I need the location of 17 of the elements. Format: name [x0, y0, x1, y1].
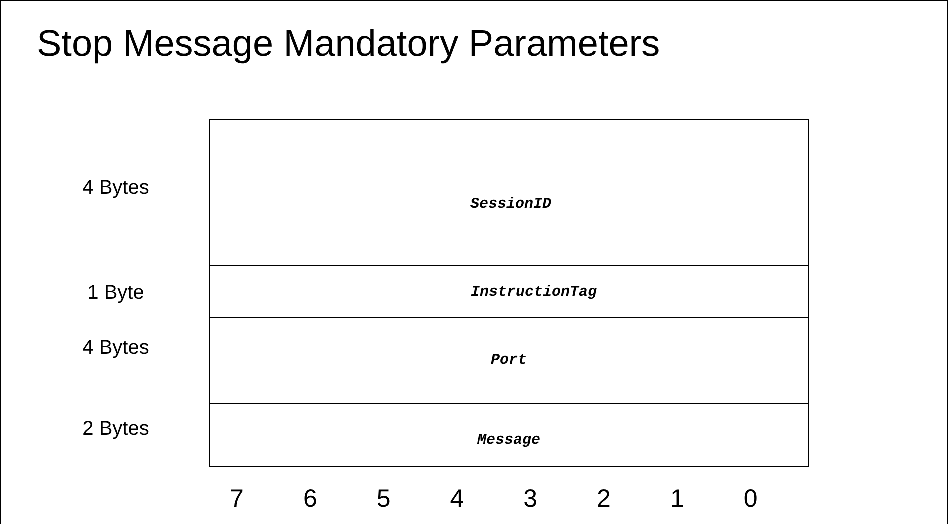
byte-size-label: 2 Bytes: [82, 418, 150, 441]
bit-number: 0: [742, 485, 759, 514]
bit-number: 4: [449, 485, 466, 514]
bit-number: 2: [596, 485, 612, 514]
bit-number: 6: [302, 485, 318, 514]
field-name: Port: [490, 352, 527, 369]
diagram-title: Stop Message Mandatory Parameters: [37, 23, 660, 65]
field-name: InstructionTag: [470, 284, 598, 301]
byte-size-label: 1 Byte: [86, 282, 146, 305]
bit-number: 3: [522, 485, 539, 514]
field-name: SessionID: [470, 196, 552, 213]
bit-number: 5: [376, 485, 392, 514]
field-name: Message: [477, 432, 540, 449]
byte-size-label: 4 Bytes: [82, 177, 150, 200]
bit-number: 7: [229, 485, 245, 514]
byte-size-label: 4 Bytes: [82, 337, 150, 360]
bit-number: 1: [669, 485, 686, 514]
